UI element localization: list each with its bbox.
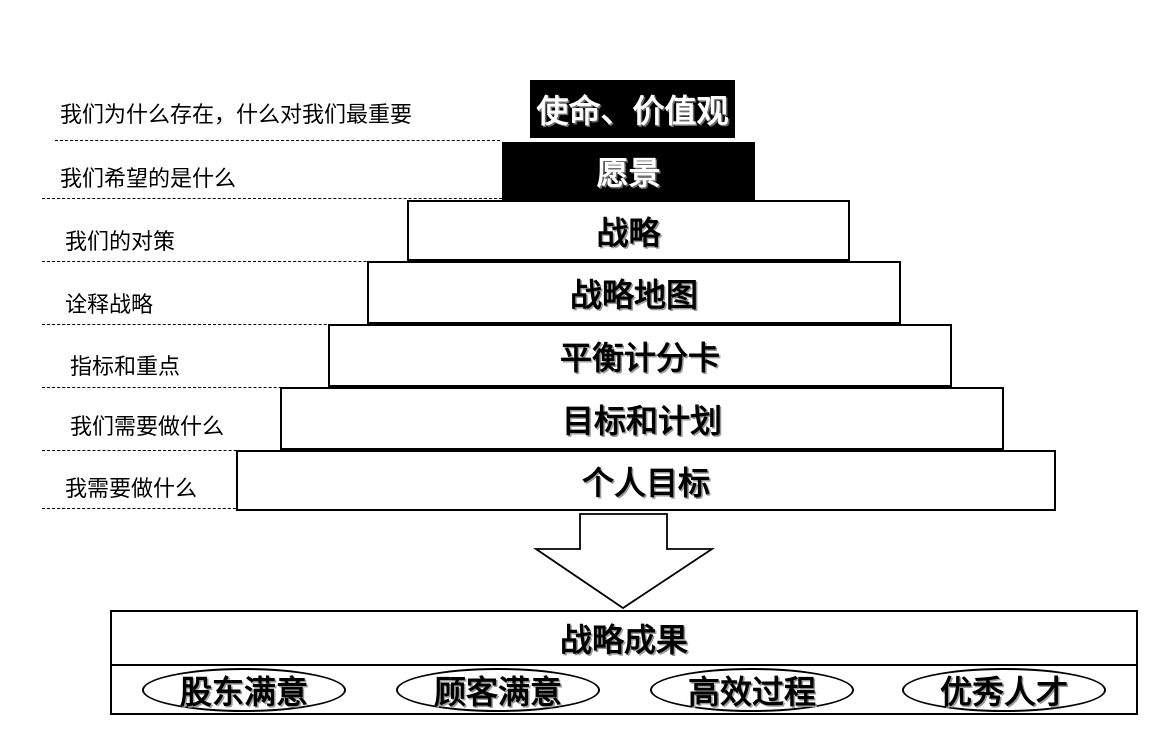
question-personal: 我需要做什么 xyxy=(65,477,198,502)
tier-strategy-map: 战略地图 xyxy=(367,261,901,324)
down-arrow-icon xyxy=(533,513,715,610)
tier-personal-goals: 个人目标 xyxy=(236,450,1056,511)
question-vision: 我们希望的是什么 xyxy=(60,167,237,192)
outcome-excellent-talent: 优秀人才 xyxy=(902,668,1106,712)
question-scorecard: 指标和重点 xyxy=(70,355,181,380)
dashed-line xyxy=(55,140,500,141)
question-mission: 我们为什么存在，什么对我们最重要 xyxy=(60,103,413,128)
dashed-line xyxy=(42,387,332,388)
tier-objectives-plans: 目标和计划 xyxy=(280,387,1004,450)
question-targets: 我们需要做什么 xyxy=(70,415,225,440)
results-title: 战略成果 xyxy=(112,612,1136,666)
strategic-results-box: 战略成果 股东满意 顾客满意 高效过程 优秀人才 xyxy=(110,610,1138,715)
outcome-shareholder-satisfaction: 股东满意 xyxy=(142,668,346,712)
tier-mission-values: 使命、价值观 xyxy=(530,80,735,138)
tier-strategy: 战略 xyxy=(407,200,850,261)
question-strategy-map: 诠释战略 xyxy=(65,293,154,318)
dashed-line xyxy=(42,261,487,262)
outcome-customer-satisfaction: 顾客满意 xyxy=(396,668,600,712)
question-strategy: 我们的对策 xyxy=(65,230,176,255)
outcome-efficient-process: 高效过程 xyxy=(650,668,854,712)
dashed-line xyxy=(42,198,502,199)
tier-balanced-scorecard: 平衡计分卡 xyxy=(328,324,952,387)
dashed-line xyxy=(42,450,282,451)
tier-vision: 愿景 xyxy=(502,142,755,200)
dashed-line xyxy=(42,324,367,325)
